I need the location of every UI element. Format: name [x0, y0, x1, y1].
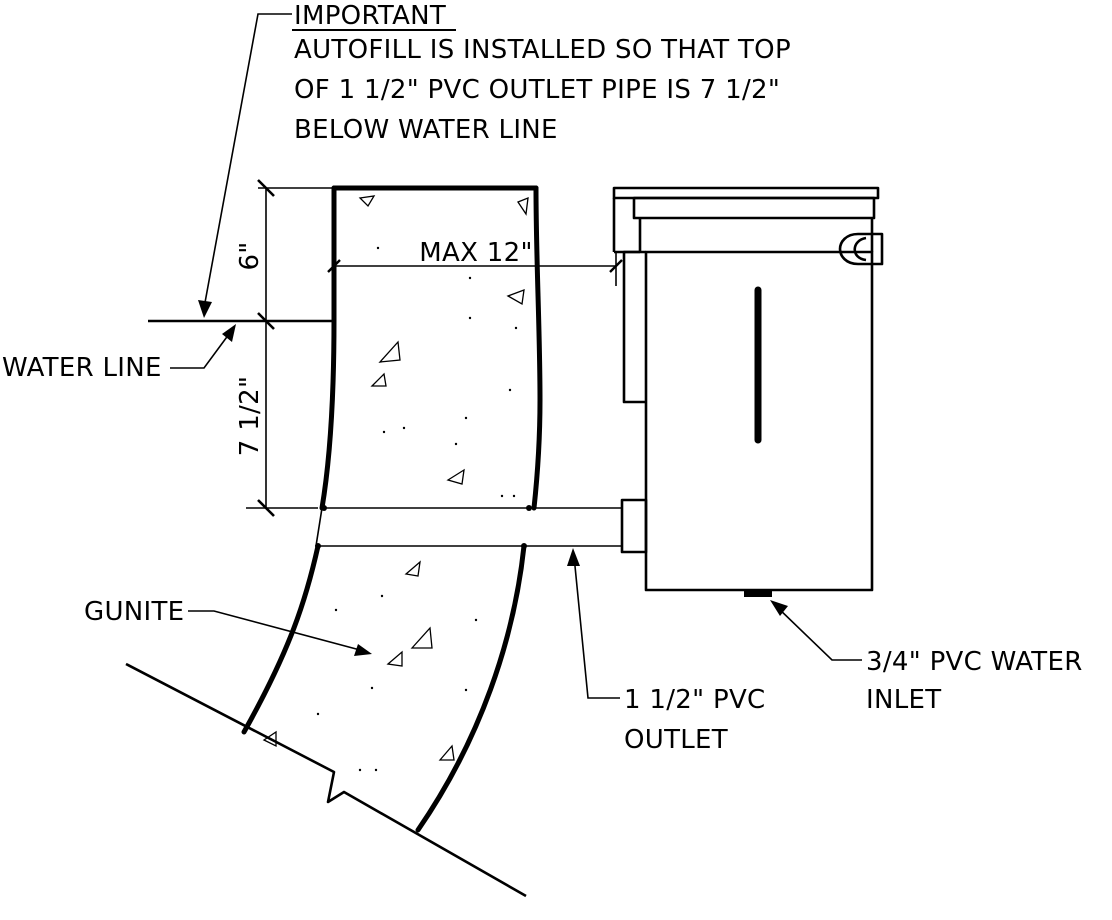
note-line-1: AUTOFILL IS INSTALLED SO THAT TOP	[294, 35, 791, 65]
autofill-tank	[612, 186, 884, 597]
wall-inner-edge	[531, 185, 543, 511]
outlet-leader-arrow	[567, 548, 580, 566]
dim-h-tick-left	[327, 259, 341, 273]
outlet-label-line-2: OUTLET	[624, 725, 728, 755]
tank-lid-top	[612, 186, 880, 200]
vertical-dimension	[246, 179, 334, 517]
important-leader	[203, 13, 292, 309]
valve-inner	[853, 236, 867, 262]
outlet-label-line-1: 1 1/2" PVC	[624, 685, 766, 715]
water-line-leader-arrow	[222, 324, 236, 342]
horizontal-dimension	[327, 252, 623, 286]
inlet-label-line-1: 3/4" PVC WATER	[866, 647, 1083, 677]
inlet-fitting	[744, 590, 772, 597]
gunite-label: GUNITE	[84, 597, 184, 627]
note-line-2: OF 1 1/2" PVC OUTLET PIPE IS 7 1/2"	[294, 75, 780, 105]
dim-tick-top	[257, 179, 275, 197]
inlet-leader-arrow	[770, 600, 788, 616]
dim-max-width: MAX 12"	[419, 238, 532, 268]
dim-tick-mid	[257, 312, 275, 330]
aggregate-marks	[262, 195, 529, 761]
note-heading: IMPORTANT	[294, 1, 446, 31]
gunite-leader-arrow	[354, 644, 372, 656]
tank-outlet-boss	[620, 498, 648, 554]
outlet-pipe	[315, 505, 622, 549]
gunite-leader	[188, 610, 361, 651]
gunite-wall	[241, 185, 543, 833]
tank-flange	[622, 250, 646, 404]
water-line-label: WATER LINE	[2, 353, 162, 383]
dim-top-height: 6"	[235, 241, 265, 270]
water-line-leader	[170, 329, 233, 369]
aggregate-dots	[316, 246, 518, 772]
note-line-3: BELOW WATER LINE	[294, 115, 558, 145]
wall-outer-edge	[319, 185, 337, 511]
wall-lower-right-edge	[415, 543, 527, 833]
dim-tick-bottom	[257, 499, 275, 517]
outlet-leader	[573, 555, 620, 699]
ground-line	[125, 662, 527, 898]
important-leader-arrow	[198, 300, 212, 318]
wall-lower-left-edge	[241, 543, 321, 735]
tank-lid-rim	[632, 196, 876, 220]
inlet-leader	[775, 605, 862, 661]
valve-housing	[838, 232, 884, 266]
pipe-end	[315, 507, 323, 547]
dim-bottom-height: 7 1/2"	[235, 376, 265, 456]
inlet-label-line-2: INLET	[866, 685, 941, 715]
